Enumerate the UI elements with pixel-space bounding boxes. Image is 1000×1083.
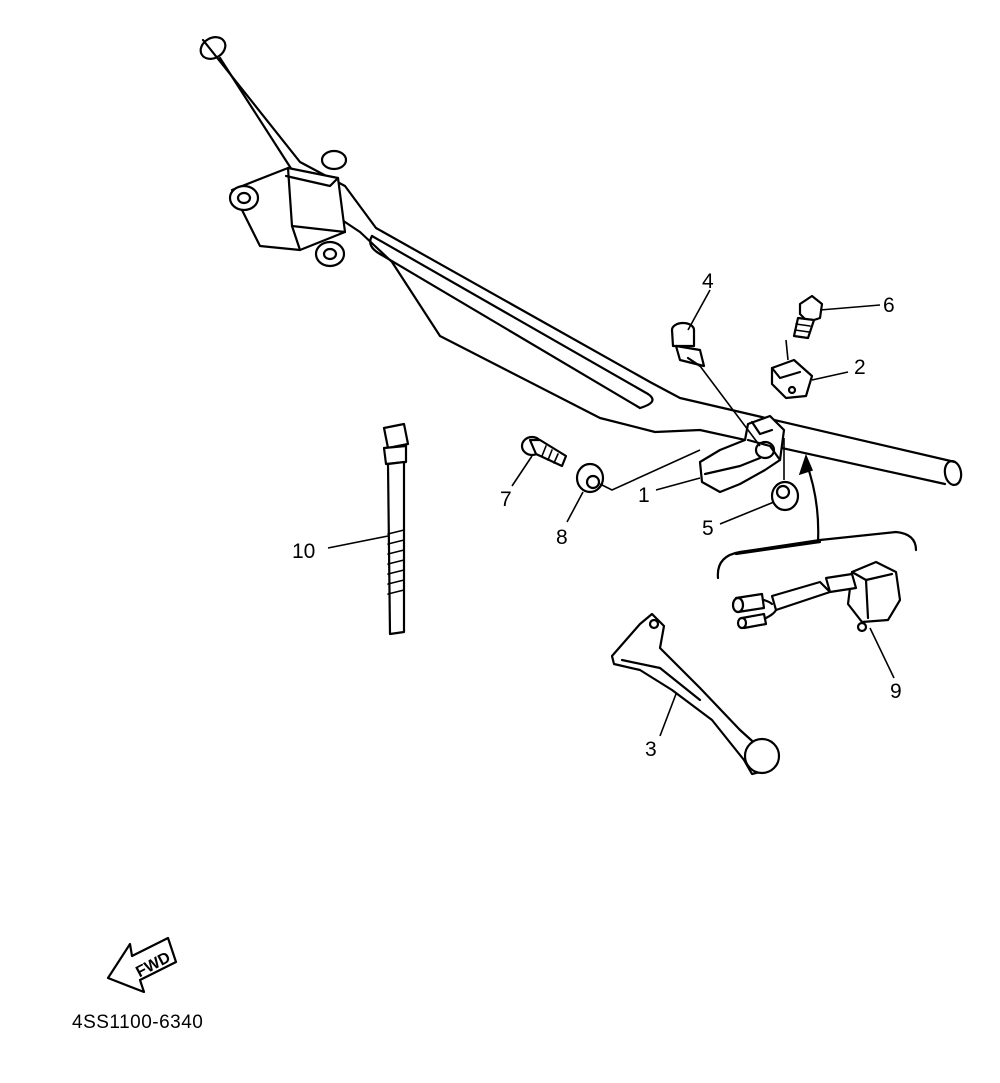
part-8-spacer [575,462,605,494]
callout-4: 4 [702,270,714,293]
leader-lines [327,289,895,737]
fwd-arrow-icon: FWD [106,936,178,994]
part-2-bracket [770,358,814,400]
part-5-collar [770,480,800,512]
part-10-cable-tie [382,422,410,636]
callout-9: 9 [890,680,902,703]
callout-2: 2 [854,356,866,379]
callout-7: 7 [500,488,512,511]
callout-5: 5 [702,517,714,540]
callout-6: 6 [883,294,895,317]
part-9-switch-inset [716,530,918,633]
part-7-bolt [520,435,568,468]
assembly-arrow [798,453,820,544]
part-3-lever [610,612,781,776]
callout-8: 8 [556,526,568,549]
part-6-bolt [792,294,824,340]
callout-1: 1 [638,484,650,507]
part-4-pivot-bolt [670,321,706,368]
callout-10: 10 [292,540,315,563]
callout-labels: 1 2 3 4 5 6 7 8 9 10 [292,270,902,761]
handlebar-clamp [228,149,348,268]
diagram-part-number: 4SS1100-6340 [72,1012,203,1033]
handlebar [199,36,963,486]
part-1-lever-holder [698,414,786,494]
callout-3: 3 [645,738,657,761]
